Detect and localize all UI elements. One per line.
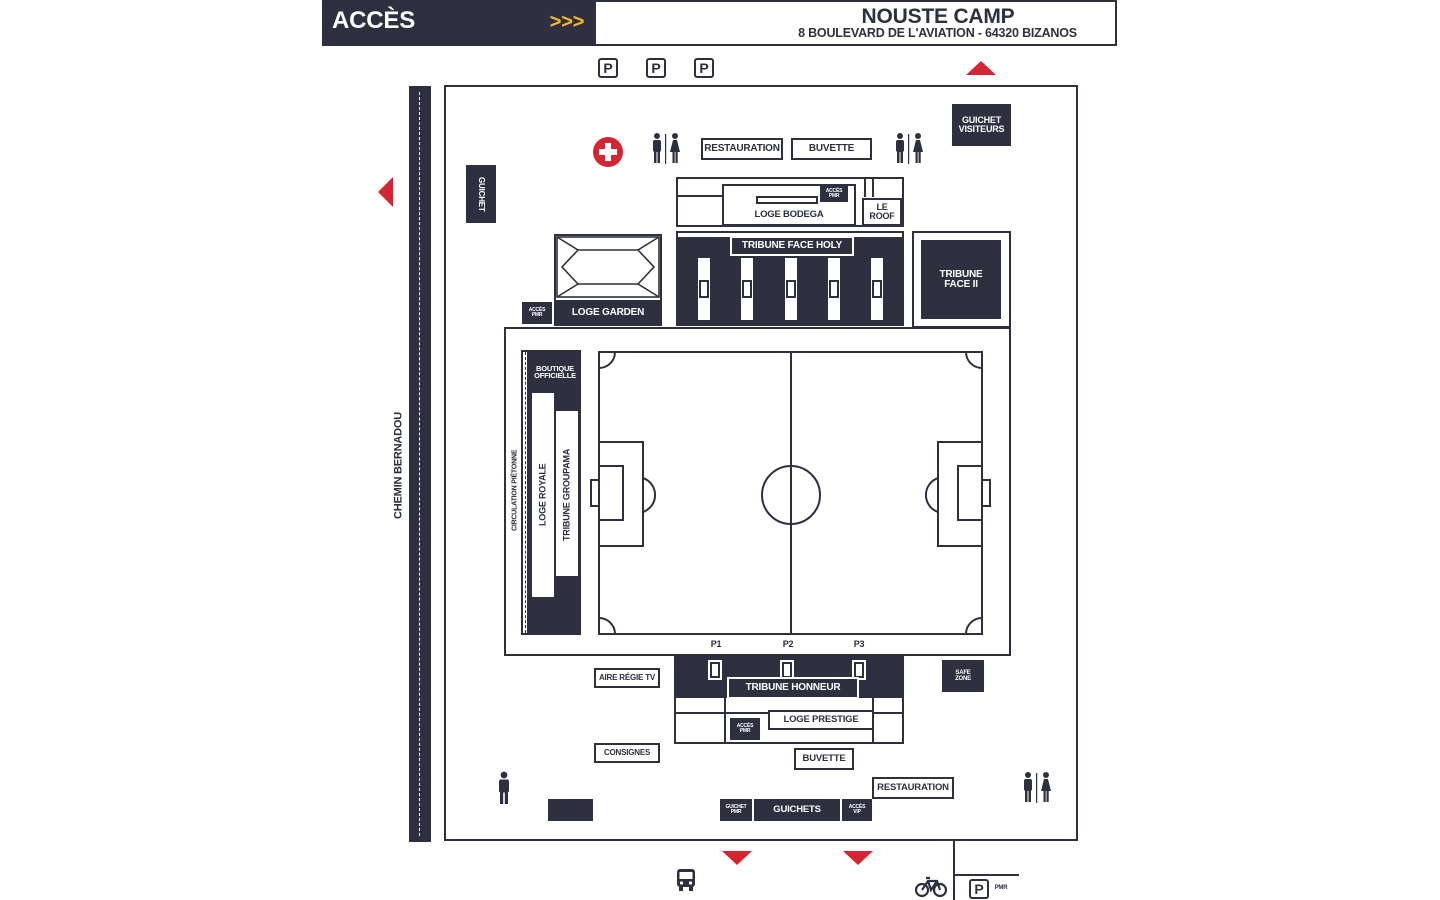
gate-door — [699, 280, 709, 298]
boutique-officielle: BOUTIQUE OFFICIELLE — [534, 363, 576, 380]
direction-arrow-icon — [966, 61, 996, 75]
le-roof: LE ROOF — [862, 198, 902, 226]
bicycle-icon — [915, 876, 947, 898]
acces-pmr-south: ACCÈS PMR — [730, 718, 760, 740]
bottom-block — [548, 799, 593, 821]
gate-door — [710, 662, 720, 678]
tribune-face-holy-label: TRIBUNE FACE HOLY — [730, 236, 854, 256]
circulation-pietonne: CIRCULATION PIÉTONNE — [511, 449, 519, 531]
roof-divider — [872, 179, 874, 197]
loge-royale: LOGE ROYALE — [537, 463, 548, 527]
gate-label: P3 — [853, 638, 865, 649]
north-building-strip — [678, 195, 724, 197]
address-box — [596, 0, 1117, 46]
gate-door — [829, 280, 839, 298]
header-banner — [322, 0, 597, 46]
guichet-left: GUICHET — [466, 165, 496, 223]
buvette-stand-top: BUVETTE — [791, 138, 872, 160]
direction-arrow-icon — [843, 851, 873, 865]
loge-prestige: LOGE PRESTIGE — [768, 710, 874, 730]
road-chemin-bernadou — [409, 86, 431, 842]
gate-door — [786, 280, 796, 298]
street-label: CHEMIN BERNADOU — [392, 411, 405, 519]
first-aid-icon — [593, 137, 623, 167]
loge-garden: LOGE GARDEN — [556, 300, 660, 326]
tribune-face-ii: TRIBUNE FACE II — [921, 240, 1001, 319]
pmr-parking-line — [953, 840, 955, 900]
football-pitch — [590, 351, 991, 635]
tribune-honneur: TRIBUNE HONNEUR — [727, 677, 859, 699]
guichets: GUICHETS — [754, 799, 840, 821]
tribune-groupama-box — [556, 411, 578, 576]
tribune-groupama: TRIBUNE GROUPAMA — [561, 448, 572, 542]
restroom-icon — [1024, 772, 1051, 803]
loge-bodega-label: LOGE BODEGA — [754, 209, 824, 221]
acces-pmr-garden: ACCÈS PMR — [522, 302, 552, 324]
gate-label: P1 — [710, 638, 722, 649]
loge-garden-roof — [556, 236, 660, 298]
guichet-pmr: GUICHET PMR — [720, 799, 752, 821]
guichet-visiteurs: GUICHET VISITEURS — [952, 104, 1011, 146]
roof-divider — [864, 179, 866, 197]
venue-name: NOUSTE CAMP — [861, 4, 1015, 28]
pmr-parking-label: PMR — [994, 885, 1008, 891]
header-arrows: >>> — [549, 11, 585, 33]
gate-door — [782, 662, 792, 678]
gate-door — [854, 662, 864, 678]
direction-arrow-icon — [378, 177, 393, 207]
gate-label: P2 — [782, 638, 794, 649]
parking-icon: P — [598, 58, 618, 78]
header-title: ACCÈS — [332, 7, 416, 34]
gate-door — [742, 280, 752, 298]
venue-address: 8 BOULEVARD DE L'AVIATION - 64320 BIZANO… — [798, 25, 1077, 40]
parking-icon: P — [694, 58, 714, 78]
parking-icon: P — [969, 879, 989, 899]
road-centerline — [419, 92, 420, 836]
loge-bodega-window — [756, 196, 818, 204]
loge-royale-box — [532, 393, 554, 597]
south-stand-div — [724, 698, 726, 742]
pedestrian-path-line — [525, 352, 526, 633]
acces-vip: ACCÈS VIP — [842, 799, 872, 821]
restauration-stand-bottom: RESTAURATION — [872, 777, 954, 799]
direction-arrow-icon — [722, 851, 752, 865]
acces-pmr-top: ACCÈS PMR — [820, 186, 848, 202]
buvette-stand-bottom: BUVETTE — [794, 748, 854, 770]
bus-icon — [677, 869, 695, 891]
tribune-face-holy-top — [678, 233, 902, 237]
site-boundary — [444, 85, 1078, 841]
restroom-icon — [896, 133, 923, 164]
person-icon — [499, 771, 509, 804]
consignes: CONSIGNES — [594, 743, 660, 763]
safe-zone: SAFE ZONE — [942, 660, 984, 692]
parking-icon: P — [646, 58, 666, 78]
gate-door — [872, 280, 882, 298]
restroom-icon — [653, 133, 680, 164]
aire-regie-tv: AIRE RÉGIE TV — [594, 668, 660, 688]
restauration-stand-top: RESTAURATION — [701, 138, 783, 160]
pmr-parking-line — [953, 874, 1019, 876]
